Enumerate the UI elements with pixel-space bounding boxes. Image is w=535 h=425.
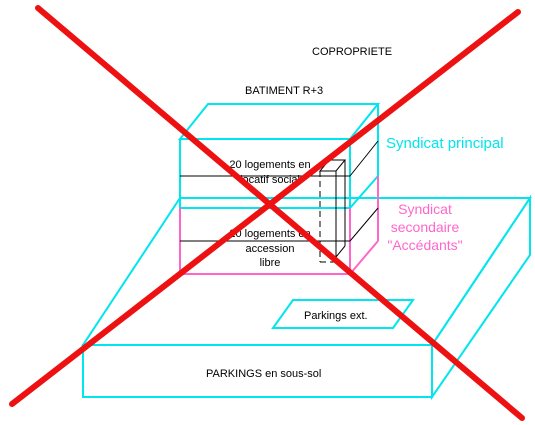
logements-accession-line-1: 20 logements en	[229, 228, 310, 240]
syndicat-principal-label: Syndicat principal	[386, 135, 504, 152]
syndicat-secondaire-line-2: secondaire	[391, 219, 460, 235]
syndicat-secondaire-line-3: "Accédants"	[387, 237, 462, 253]
logements-social-line-2: locatif social	[240, 174, 300, 186]
syndicat-secondaire-line-1: Syndicat	[398, 201, 452, 217]
logements-accession-line-3: libre	[260, 257, 281, 269]
copropriete-label: COPROPRIETE	[312, 46, 392, 58]
parkings-ext-area	[271, 299, 415, 329]
ground-plot	[81, 197, 532, 346]
parking-basement-box	[82, 194, 531, 401]
parkings-ext-label: Parkings ext.	[304, 310, 368, 322]
building-box	[177, 103, 381, 275]
batiment-label: BATIMENT R+3	[245, 85, 323, 97]
parkings-sous-sol-label: PARKINGS en sous-sol	[206, 368, 321, 380]
logements-accession-line-2: accession	[246, 243, 295, 255]
logements-social-line-1: 20 logements en	[229, 159, 310, 171]
red-cross-icon	[9, 5, 525, 421]
